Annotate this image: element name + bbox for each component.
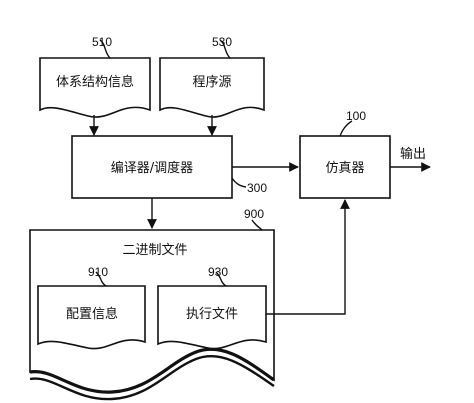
binary-file-label: 二进制文件 — [122, 243, 187, 258]
arch-info-document: 体系结构信息 — [39, 57, 151, 118]
binary-file-document: 二进制文件 — [29, 229, 275, 401]
arch-info-ref-leader — [99, 39, 111, 59]
arch-info-label: 体系结构信息 — [56, 74, 134, 90]
compiler-ref: 300 — [247, 181, 267, 195]
config-info-ref: 910 — [88, 265, 108, 279]
compiler-scheduler-label: 编译器/调度器 — [111, 160, 193, 176]
output-label: 输出 — [400, 146, 426, 162]
config-info-document: 配置信息 — [37, 285, 146, 350]
simulator-label: 仿真器 — [325, 161, 364, 176]
config-info-label: 配置信息 — [66, 306, 118, 322]
compiler-ref-leader — [231, 177, 247, 188]
simulator-box: 仿真器 — [299, 135, 391, 199]
config-info-ref-leader — [95, 271, 107, 287]
program-source-label: 程序源 — [192, 75, 231, 90]
executable-file-ref-leader — [215, 271, 227, 287]
program-source-ref: 530 — [212, 35, 232, 49]
binary-file-ref: 900 — [244, 207, 264, 221]
binary-file-ref-leader — [251, 219, 263, 231]
arrow-executable-to-simulator — [266, 199, 350, 315]
program-source-document: 程序源 — [159, 57, 265, 118]
program-source-ref-leader — [219, 39, 231, 59]
simulator-ref-leader — [339, 120, 353, 137]
executable-file-document: 执行文件 — [157, 285, 267, 350]
executable-file-ref: 930 — [208, 265, 228, 279]
compiler-scheduler-box: 编译器/调度器 — [71, 135, 233, 199]
executable-file-label: 执行文件 — [186, 307, 238, 322]
arch-info-ref: 510 — [92, 35, 112, 49]
simulator-ref: 100 — [346, 109, 366, 123]
